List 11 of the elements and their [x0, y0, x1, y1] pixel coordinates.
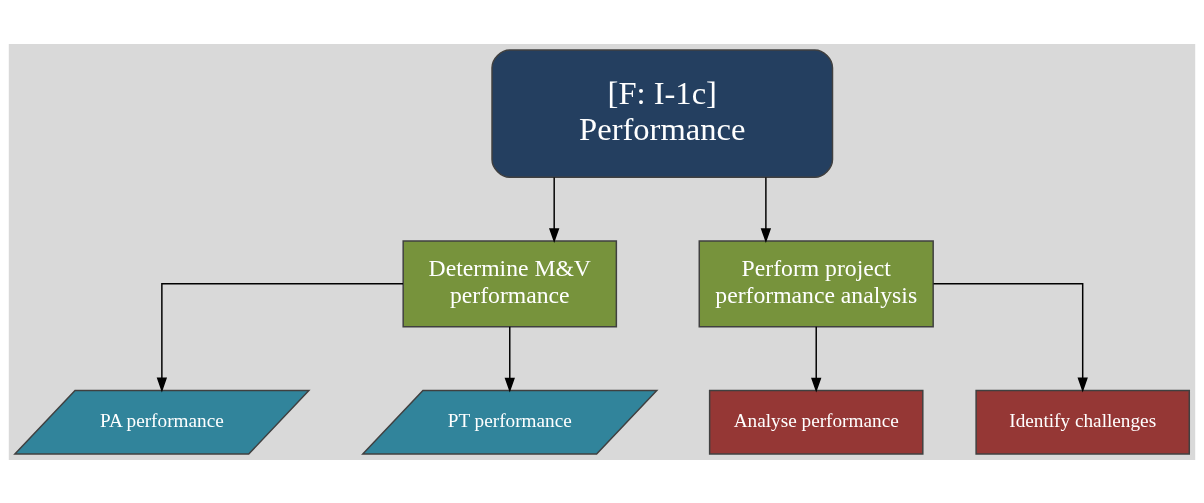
node-box: Perform project performance analysis	[698, 239, 934, 327]
arrow	[811, 325, 822, 392]
node-box: Analyse performance	[708, 389, 924, 455]
arrow	[549, 176, 560, 243]
arrow	[156, 282, 404, 392]
node-box: [F: I-1c] Performance	[491, 48, 834, 178]
node-box: Identify challenges	[975, 389, 1191, 455]
node-box: Determine M&V performance	[402, 239, 618, 327]
arrow	[932, 282, 1088, 392]
arrow	[760, 176, 772, 243]
arrow	[504, 325, 515, 392]
